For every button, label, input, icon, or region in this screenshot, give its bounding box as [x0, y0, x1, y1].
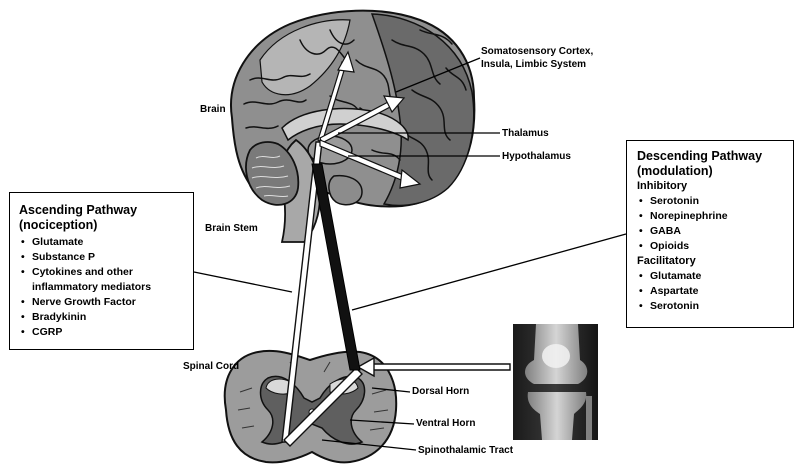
- peripheral-afferent: [369, 363, 511, 371]
- descending-title: Descending Pathway: [637, 149, 763, 163]
- descending-pathway: [311, 163, 361, 371]
- descending-pathway-box: Descending Pathway (modulation) Inhibito…: [626, 140, 794, 328]
- list-item: GABA: [637, 224, 787, 239]
- leader-spinothalamic: [321, 439, 417, 451]
- ascending-subtitle: (nociception): [19, 218, 98, 232]
- label-dorsal-horn: Dorsal Horn: [412, 386, 470, 397]
- tibia: [527, 392, 587, 440]
- label-somatosensory-cortex: Somatosensory Cortex,: [481, 46, 594, 57]
- ascending-pathway-box: Ascending Pathway (nociception) Glutamat…: [9, 192, 194, 350]
- parietal-region: [259, 19, 351, 96]
- list-item: Aspartate: [637, 284, 787, 299]
- list-item: Glutamate: [637, 269, 787, 284]
- label-spinal-cord: Spinal Cord: [183, 361, 240, 372]
- label-brain: Brain: [200, 104, 226, 115]
- projection-to-limbic-head: [399, 168, 422, 189]
- leader-dorsal-horn: [371, 387, 411, 393]
- frontal-lobe: [370, 13, 475, 207]
- descending-subtitle: (modulation): [637, 164, 713, 178]
- crossing-fiber: [283, 367, 363, 447]
- brain-illustration: [230, 9, 476, 243]
- list-item: Cytokines and other: [19, 265, 185, 280]
- ascending-title: Ascending Pathway: [19, 203, 138, 217]
- list-item: CGRP: [19, 325, 185, 340]
- inhibitory-list: Serotonin Norepinephrine GABA Opioids: [637, 194, 787, 254]
- pons: [328, 174, 363, 206]
- list-item: Serotonin: [637, 299, 787, 314]
- projection-to-cortex-head: [337, 50, 355, 73]
- cerebellum: [245, 141, 300, 206]
- leader-ascending-box: [193, 271, 293, 293]
- leader-somatosensory: [395, 57, 481, 93]
- inhibitory-heading: Inhibitory: [637, 180, 688, 192]
- list-item: Glutamate: [19, 235, 185, 250]
- projection-to-insula-head: [382, 95, 406, 114]
- ascending-pathway: [281, 50, 511, 447]
- peripheral-afferent-head: [356, 356, 375, 378]
- label-brain-stem: Brain Stem: [205, 223, 258, 234]
- label-insula-limbic: Insula, Limbic System: [481, 59, 587, 70]
- knee-xray-image: [513, 324, 598, 440]
- label-ventral-horn: Ventral Horn: [416, 418, 476, 429]
- cerebellum-folia: [251, 155, 291, 198]
- list-item: Norepinephrine: [637, 209, 787, 224]
- ascending-mediator-list: Glutamate Substance P Cytokines and othe…: [19, 235, 185, 340]
- label-spinothalamic-tract: Spinothalamic Tract: [418, 445, 514, 456]
- facilitatory-heading: Facilitatory: [637, 255, 696, 267]
- patella: [542, 344, 570, 368]
- list-item-continuation: inflammatory mediators: [32, 281, 152, 293]
- list-item: Nerve Growth Factor: [19, 295, 185, 310]
- fibula: [586, 396, 592, 440]
- list-item: Opioids: [637, 239, 787, 254]
- leader-lines: [193, 57, 627, 451]
- leader-ventral-horn: [349, 419, 415, 425]
- leader-descending-box: [351, 233, 627, 311]
- list-item: Serotonin: [637, 194, 787, 209]
- list-item: Bradykinin: [19, 310, 185, 325]
- label-thalamus: Thalamus: [502, 128, 549, 139]
- label-hypothalamus: Hypothalamus: [502, 151, 571, 162]
- list-item: Substance P: [19, 250, 185, 265]
- facilitatory-list: Glutamate Aspartate Serotonin: [637, 269, 787, 314]
